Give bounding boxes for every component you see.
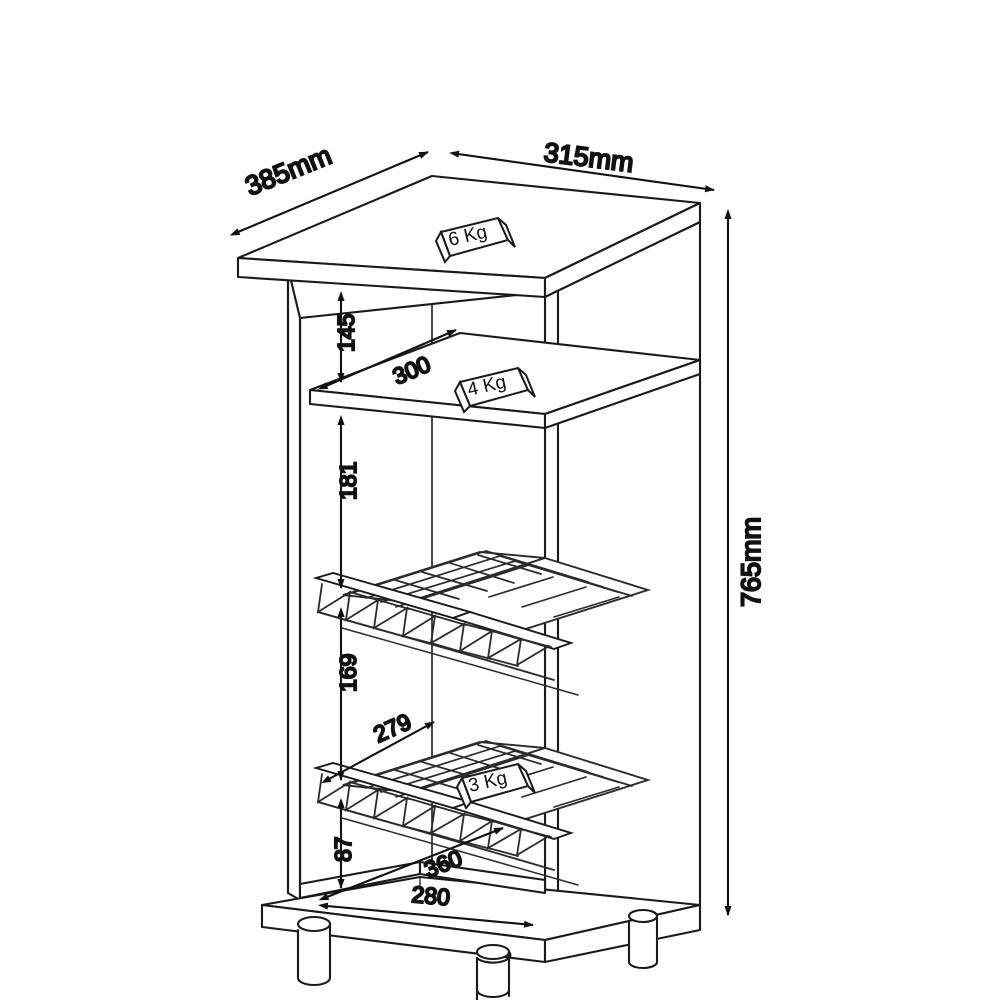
dimension-gap-145-text: 145 xyxy=(333,314,359,352)
dimension-gap-87-text: 87 xyxy=(330,836,356,862)
dimension-base-width-280-text: 280 xyxy=(411,881,451,910)
dimension-gap-181: 181 xyxy=(334,415,362,589)
foot-front-left xyxy=(296,915,332,987)
load-label-3kg: 3 Kg xyxy=(455,762,536,810)
load-label-6kg: 6 Kg xyxy=(434,216,516,264)
dimension-gap-169-text: 169 xyxy=(335,654,361,692)
dimension-gap-181-text: 181 xyxy=(335,462,361,500)
wire-basket-upper xyxy=(312,550,652,696)
left-side-panel xyxy=(286,266,302,902)
dimension-height-765: 765mm xyxy=(724,209,767,916)
dimension-height-765-text: 765mm xyxy=(736,517,766,607)
dimension-base-width-280: 280 xyxy=(318,880,534,928)
load-label-4kg: 4 Kg xyxy=(453,366,536,414)
foot-rear-right xyxy=(627,908,659,970)
foot-front-right xyxy=(475,943,512,1000)
